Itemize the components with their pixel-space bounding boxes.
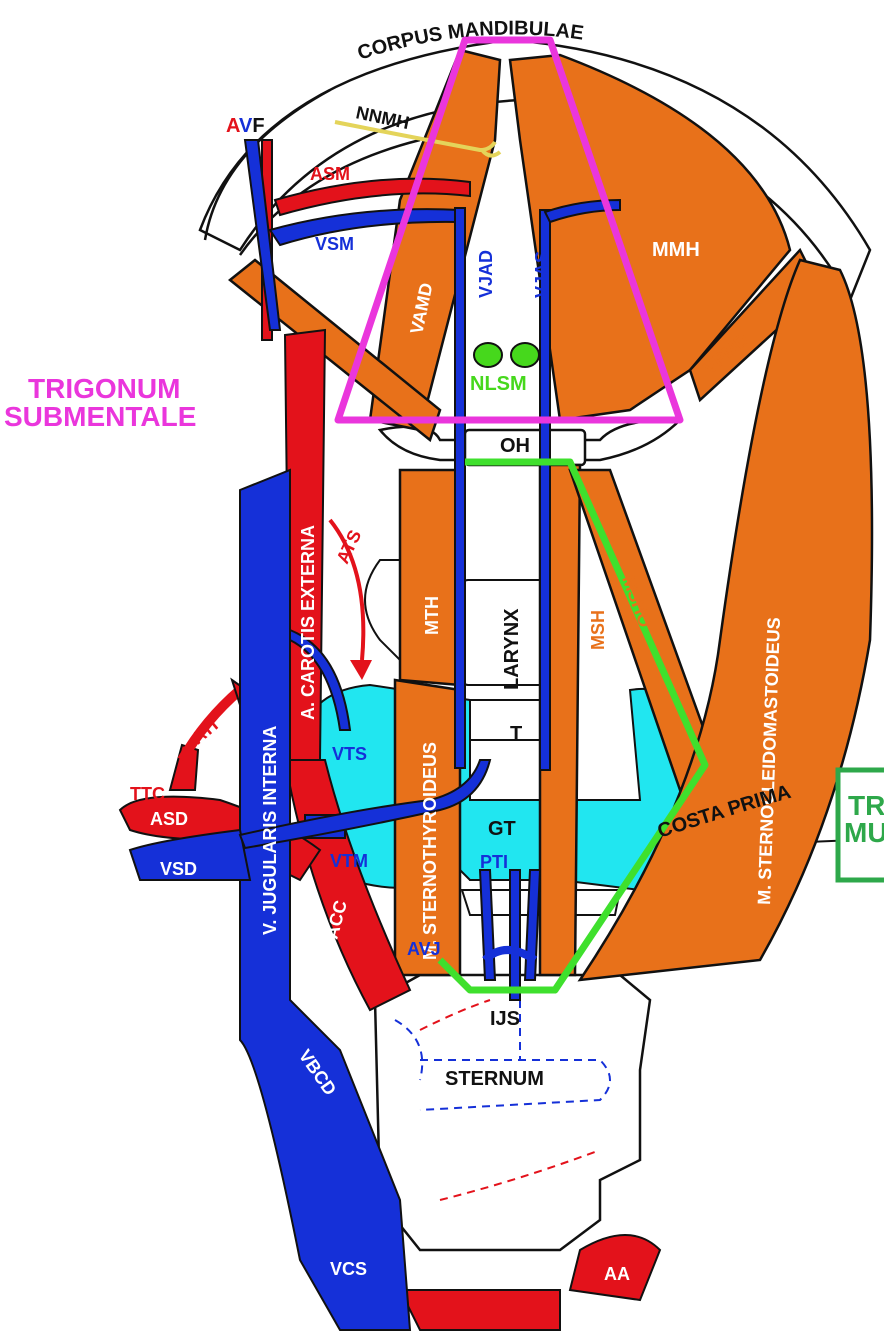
- label-v-jugularis-interna: V. JUGULARIS INTERNA: [260, 726, 280, 935]
- label-vsm: VSM: [315, 234, 354, 254]
- label-ijs: IJS: [490, 1008, 520, 1030]
- label-pti: PTI: [480, 852, 508, 872]
- label-t: T: [510, 723, 522, 745]
- label-trigonum-line1: TRIGONUM: [28, 373, 180, 404]
- label-avj: AVJ: [407, 939, 441, 959]
- label-vts: VTS: [332, 744, 367, 764]
- label-asm: ASM: [310, 164, 350, 184]
- label-larynx: LARYNX: [501, 608, 523, 690]
- label-m-sternothyroideus: M. STERNOTHYROIDEUS: [420, 742, 440, 960]
- label-vjad: VJAD: [476, 250, 496, 298]
- label-vtm: VTM: [330, 851, 368, 871]
- label-nlsm: NLSM: [470, 373, 527, 395]
- label-ttc: TTC: [130, 784, 165, 804]
- label-gt: GT: [488, 818, 516, 840]
- label-mmh: MMH: [652, 239, 700, 261]
- label-vjas: VJAS: [532, 251, 552, 298]
- label-box-line2: MU: [844, 817, 884, 848]
- label-a-carotis-externa: A. CAROTIS EXTERNA: [298, 525, 318, 720]
- label-sternum: STERNUM: [445, 1068, 544, 1090]
- label-avf: AVF: [226, 115, 265, 137]
- label-vcs: VCS: [330, 1259, 367, 1279]
- label-oh: OH: [500, 435, 530, 457]
- label-msh: MSH: [588, 610, 608, 650]
- submental-lymph-nodes: [474, 343, 539, 367]
- label-aa: AA: [604, 1264, 630, 1284]
- label-mth: MTH: [422, 596, 442, 635]
- label-vsd: VSD: [160, 859, 197, 879]
- label-asd: ASD: [150, 809, 188, 829]
- label-trigonum-line2: SUBMENTALE: [4, 401, 196, 432]
